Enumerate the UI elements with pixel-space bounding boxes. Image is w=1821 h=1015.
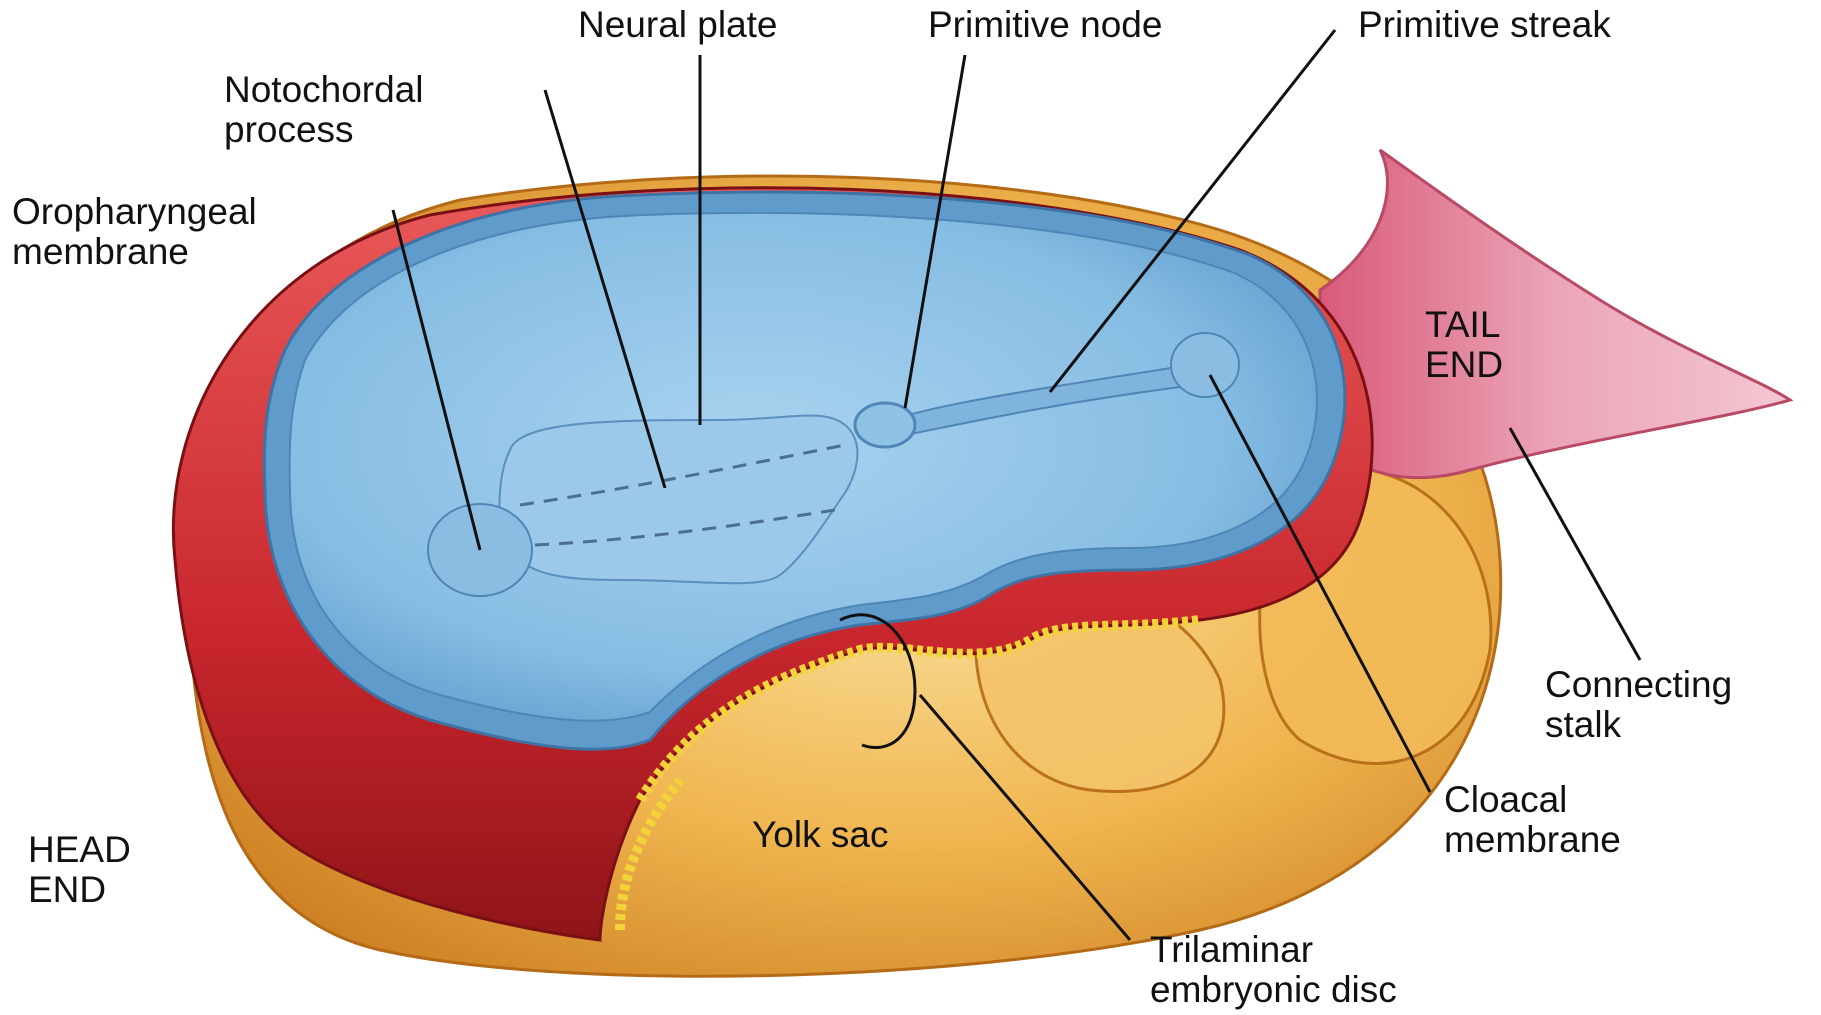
label-trilaminar-disc: Trilaminar embryonic disc (1150, 930, 1397, 1010)
label-tail-end-line2: END (1425, 345, 1503, 385)
primitive-node (855, 403, 915, 447)
label-connecting-stalk: Connecting stalk (1545, 665, 1732, 745)
label-tail-end-line1: TAIL (1425, 305, 1503, 345)
label-connecting-stalk-line2: stalk (1545, 705, 1732, 745)
label-cloacal-line1: Cloacal (1444, 780, 1621, 820)
label-head-end-line1: HEAD (28, 830, 131, 870)
label-head-end-line2: END (28, 870, 131, 910)
label-connecting-stalk-line1: Connecting (1545, 665, 1732, 705)
label-tail-end: TAIL END (1425, 305, 1503, 385)
label-head-end: HEAD END (28, 830, 131, 910)
label-notochordal-line1: Notochordal (224, 70, 424, 110)
label-cloacal-line2: membrane (1444, 820, 1621, 860)
leader-connecting-stalk (1510, 428, 1640, 660)
label-trilaminar-line2: embryonic disc (1150, 970, 1397, 1010)
label-trilaminar-line1: Trilaminar (1150, 930, 1397, 970)
label-yolk-sac: Yolk sac (752, 815, 888, 855)
connecting-stalk (1320, 150, 1790, 478)
cloacal-membrane (1171, 333, 1239, 397)
label-oropharyngeal-membrane: Oropharyngeal membrane (12, 192, 257, 272)
label-oropharyngeal-line1: Oropharyngeal (12, 192, 257, 232)
label-neural-plate: Neural plate (578, 5, 778, 45)
label-notochordal-process: Notochordal process (224, 70, 424, 150)
label-oropharyngeal-line2: membrane (12, 232, 257, 272)
label-cloacal-membrane: Cloacal membrane (1444, 780, 1621, 860)
label-primitive-node: Primitive node (928, 5, 1162, 45)
label-notochordal-line2: process (224, 110, 424, 150)
label-primitive-streak: Primitive streak (1358, 5, 1611, 45)
